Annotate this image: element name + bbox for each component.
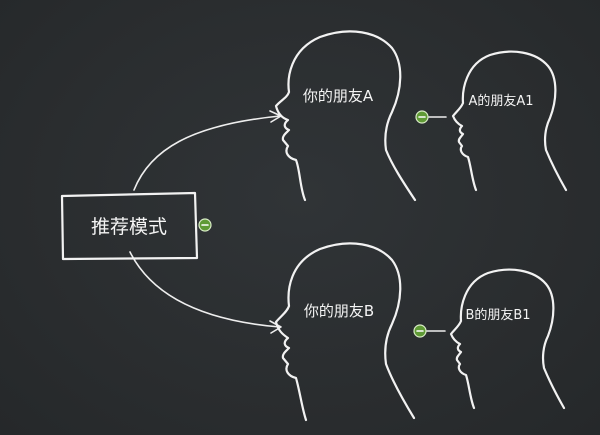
friend-a1-head[interactable]: A的朋友A1 <box>451 50 568 192</box>
friend-b-head[interactable]: 你的朋友B <box>274 242 416 422</box>
root-collapse-toggle[interactable] <box>198 218 212 232</box>
friend-a-label: 你的朋友A <box>303 87 374 105</box>
friend-a-head[interactable]: 你的朋友A <box>274 30 417 202</box>
friend-b1-label: B的朋友B1 <box>465 307 530 323</box>
friend-a1-label: A的朋友A1 <box>468 93 533 109</box>
friend-b-label: 你的朋友B <box>304 302 374 320</box>
root-node[interactable]: 推荐模式 <box>60 191 199 261</box>
friend-b-collapse-toggle[interactable] <box>413 324 427 338</box>
root-to-friend-b-connector <box>129 251 282 334</box>
friend-a-collapse-toggle[interactable] <box>415 110 429 124</box>
friend-b1-head[interactable]: B的朋友B1 <box>449 268 566 410</box>
root-to-friend-a-connector <box>133 110 282 191</box>
root-node-label: 推荐模式 <box>91 216 167 238</box>
